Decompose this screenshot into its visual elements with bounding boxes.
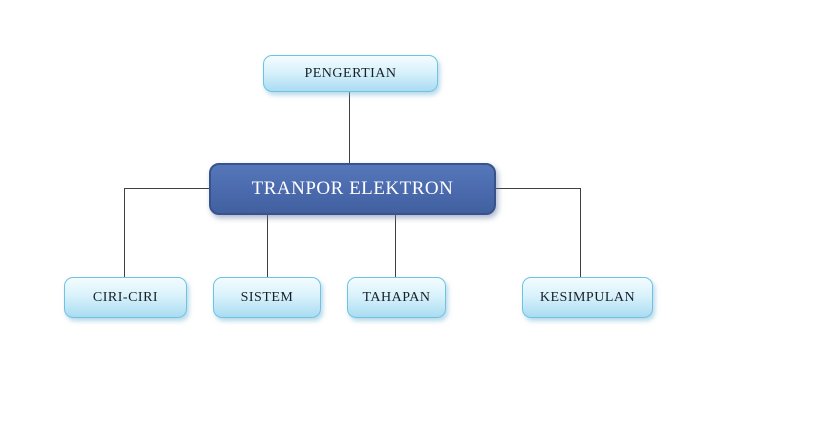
node-ciri-ciri[interactable]: CIRI-CIRI xyxy=(64,277,187,318)
connector-root-left-h xyxy=(124,188,210,189)
connector-kesimpulan-v xyxy=(580,188,581,278)
connector-sistem-v xyxy=(267,215,268,278)
connector-ciri-ciri-v xyxy=(124,188,125,278)
node-tranpor-elektron[interactable]: TRANPOR ELEKTRON xyxy=(209,163,496,215)
node-pengertian[interactable]: PENGERTIAN xyxy=(263,55,438,92)
node-pengertian-label: PENGERTIAN xyxy=(304,65,397,81)
node-kesimpulan[interactable]: KESIMPULAN xyxy=(522,277,653,318)
node-tranpor-elektron-label: TRANPOR ELEKTRON xyxy=(251,178,454,199)
node-kesimpulan-label: KESIMPULAN xyxy=(539,289,636,305)
connector-tahapan-v xyxy=(395,215,396,278)
node-tahapan-label: TAHAPAN xyxy=(362,289,431,305)
node-sistem-label: SISTEM xyxy=(240,289,294,305)
connector-pengertian-root xyxy=(349,92,350,163)
node-ciri-ciri-label: CIRI-CIRI xyxy=(92,289,159,305)
node-tahapan[interactable]: TAHAPAN xyxy=(347,277,446,318)
node-sistem[interactable]: SISTEM xyxy=(213,277,321,318)
connector-root-right-h xyxy=(496,188,581,189)
